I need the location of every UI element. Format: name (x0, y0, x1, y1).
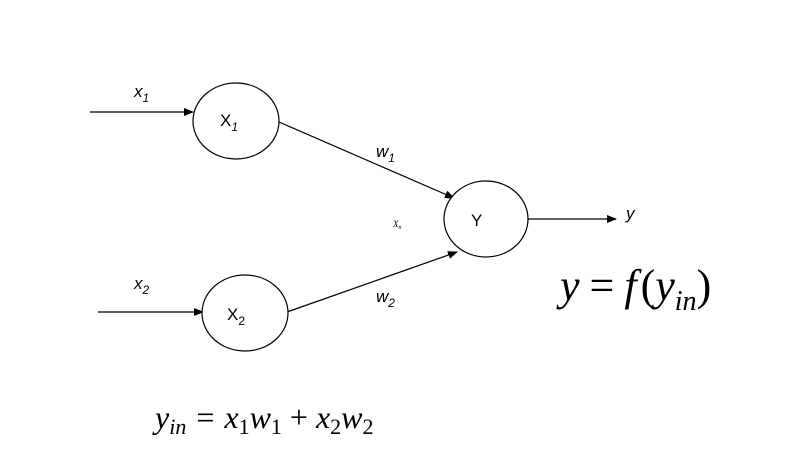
connection-x2-to-y (286, 251, 458, 313)
activation-arg: y (651, 261, 675, 310)
net-t2-b: w (341, 399, 363, 435)
neuron-y (443, 180, 529, 258)
net-t1-a-sub: 1 (239, 414, 250, 439)
input-x2-sub: 2 (142, 283, 150, 297)
node-x2-sub: 2 (238, 314, 245, 328)
net-t1-a: x (223, 399, 238, 435)
node-label-y: Y (471, 211, 482, 230)
net-t2-a-sub: 2 (330, 414, 341, 439)
net-t2-a: x (315, 399, 330, 435)
connection-x1-to-y (278, 121, 455, 199)
net-lhs: y (152, 399, 170, 435)
weight-w1-base: w (376, 142, 390, 161)
neuron-x1 (192, 82, 280, 160)
net-t2-b-sub: 2 (363, 414, 374, 439)
stray-xn-base: X (392, 219, 399, 229)
weight-w2-sub: 2 (387, 296, 395, 310)
node-x1-sub: 1 (231, 120, 238, 134)
input-x2-base: x (133, 274, 143, 293)
activation-arg-sub: in (675, 286, 697, 317)
input-x1-sub: 1 (143, 91, 150, 105)
input-x1-base: x (133, 82, 143, 101)
node-label-x2: X2 (227, 305, 245, 328)
stray-label-xn: Xn (392, 219, 402, 231)
input-label-x2: x2 (133, 274, 150, 297)
output-label-y: y (625, 204, 636, 223)
activation-equation: y=f(yin) (556, 261, 711, 317)
weight-w2-base: w (376, 287, 390, 306)
node-x1-base: X (220, 111, 231, 130)
input-label-x1: x1 (133, 82, 149, 105)
net-lhs-sub: in (169, 414, 186, 439)
net-plus: + (290, 399, 308, 435)
activation-equals: = (590, 261, 615, 310)
net-t1-b-sub: 1 (271, 414, 282, 439)
stray-xn-sub: n (399, 225, 402, 231)
net-input-equation: yin=x1w1+x2w2 (152, 399, 374, 439)
weight-w1-sub: 1 (388, 151, 395, 165)
weight-label-w2: w2 (376, 287, 395, 310)
weight-label-w1: w1 (376, 142, 395, 165)
neuron-x2 (201, 274, 289, 352)
node-x2-base: X (227, 305, 238, 324)
net-t1-b: w (250, 399, 272, 435)
node-label-x1: X1 (220, 111, 238, 134)
activation-open: ( (641, 261, 656, 310)
activation-lhs: y (556, 261, 580, 310)
activation-close: ) (697, 261, 712, 310)
net-equals: = (196, 399, 214, 435)
